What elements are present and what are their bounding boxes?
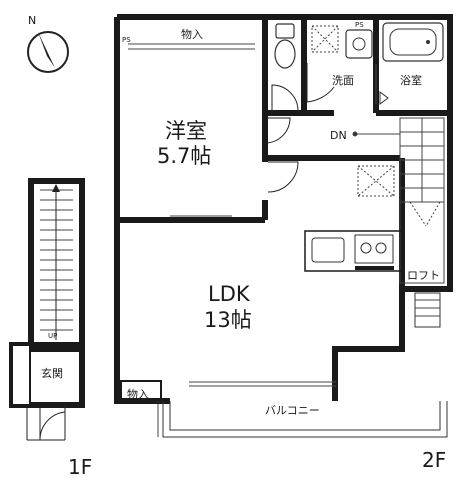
compass: N — [27, 14, 69, 73]
balcony: バルコニー — [162, 401, 448, 438]
ps-label-left: PS — [122, 36, 131, 44]
entrance-label: 玄関 — [41, 366, 63, 380]
entrance: 玄関 — [9, 342, 85, 441]
first-floor-stairs: UP — [28, 178, 85, 352]
bathroom: 浴室 — [375, 22, 444, 105]
ldk-name: LDK — [208, 282, 251, 306]
wall-openings — [128, 43, 336, 437]
western-room-door — [264, 117, 291, 144]
second-floor-stairs — [352, 117, 445, 284]
ps-label-wash: PS — [355, 21, 364, 29]
ldk-size: 13帖 — [204, 308, 252, 332]
western-room-name: 洋室 — [165, 119, 207, 143]
washroom-label: 洗面 — [332, 74, 354, 87]
western-room-size: 5.7帖 — [157, 144, 211, 168]
entrance-door-swing — [39, 405, 66, 441]
stairs-down-label: DN — [330, 129, 347, 142]
floor-label-1f: 1F — [68, 455, 92, 479]
floor-label-2f: 2F — [422, 448, 446, 472]
stairs-up-label: UP — [48, 332, 57, 340]
north-label: N — [28, 14, 36, 27]
washroom: PS 洗面 — [306, 21, 373, 103]
north-arrow-icon — [38, 32, 55, 68]
ldk-door — [267, 161, 299, 193]
loft: ロフト — [407, 269, 441, 328]
washroom-door — [306, 63, 335, 103]
balcony-label: バルコニー — [265, 404, 320, 417]
loft-label: ロフト — [407, 269, 440, 282]
closet-top-label: 物入 — [181, 27, 203, 41]
kitchen-counter — [304, 230, 403, 272]
toilet-door — [271, 84, 299, 113]
toilet — [271, 23, 299, 113]
compass-circle — [27, 31, 69, 73]
bathroom-label: 浴室 — [400, 73, 422, 87]
closet-bottom-label: 物入 — [127, 387, 149, 401]
closet-bottom: 物入 — [120, 380, 162, 404]
fridge-space — [357, 165, 395, 197]
